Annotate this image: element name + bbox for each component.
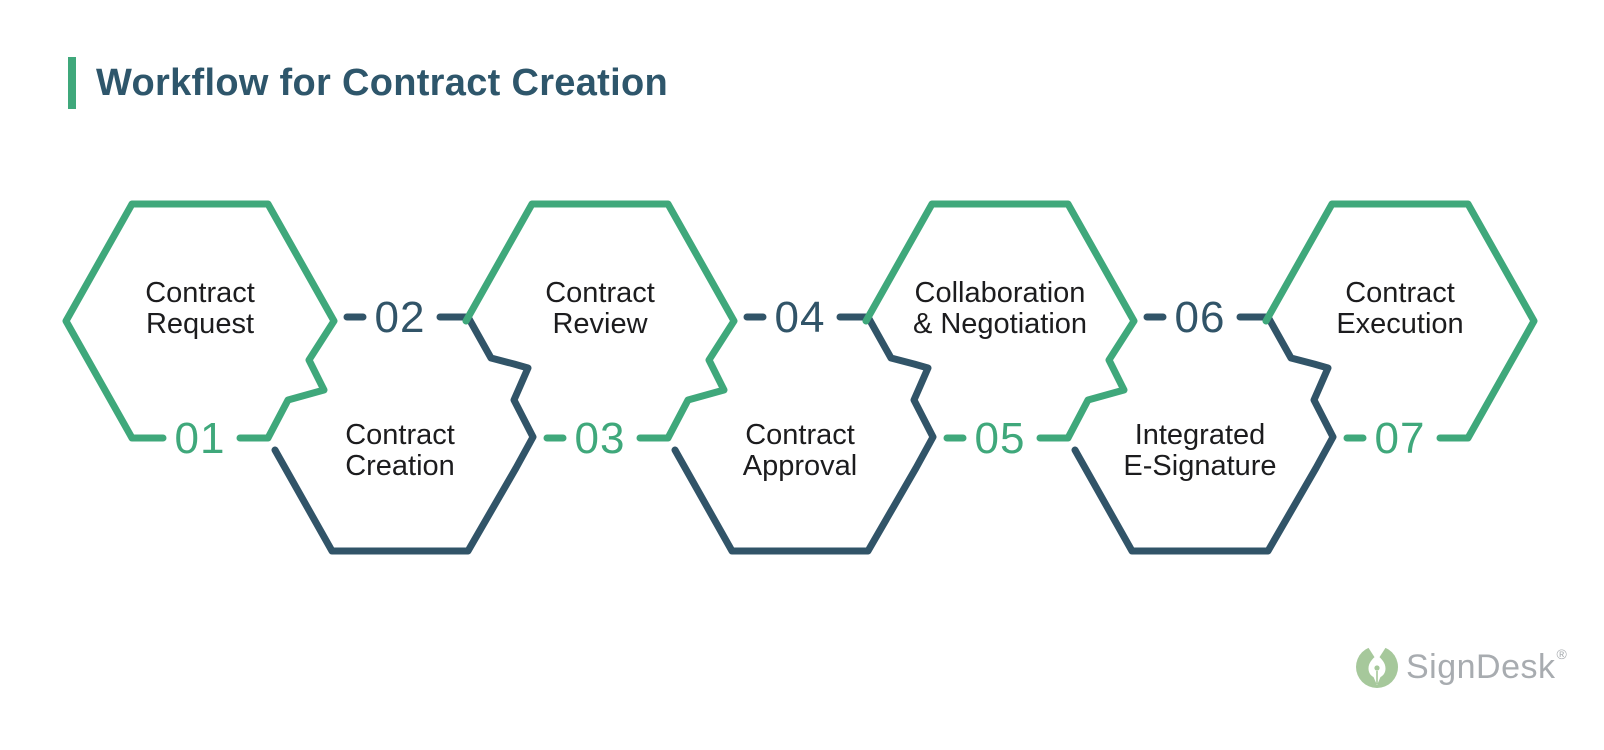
pen-nib-hands-icon bbox=[1356, 644, 1398, 688]
signdesk-logo-text: SignDesk bbox=[1406, 648, 1556, 686]
hexagon-step-05 bbox=[862, 200, 1138, 442]
step-label-03-line2: Review bbox=[552, 308, 648, 340]
step-number-07: 07 bbox=[1375, 414, 1426, 463]
page-title: Workflow for Contract Creation bbox=[96, 61, 668, 104]
step-number-04: 04 bbox=[775, 293, 826, 342]
hexagon-step-04 bbox=[671, 313, 937, 555]
step-label-07-line2: Execution bbox=[1336, 308, 1463, 340]
step-label-05-line1: Collaboration bbox=[915, 277, 1086, 309]
hexagon-step-07 bbox=[1262, 200, 1538, 442]
step-number-05: 05 bbox=[975, 414, 1026, 463]
step-label-04-line2: Approval bbox=[743, 450, 857, 482]
hexagon-step-03 bbox=[462, 200, 738, 442]
step-label-06-line2: E-Signature bbox=[1123, 450, 1276, 482]
step-label-05-line2: & Negotiation bbox=[913, 308, 1087, 340]
step-label-01-line1: Contract bbox=[145, 277, 255, 309]
step-label-02-line1: Contract bbox=[345, 419, 455, 451]
step-label-06-line1: Integrated bbox=[1135, 419, 1266, 451]
step-label-03-line1: Contract bbox=[545, 277, 655, 309]
step-label-01-line2: Request bbox=[146, 308, 254, 340]
title-accent-bar bbox=[68, 57, 76, 109]
step-number-02: 02 bbox=[375, 293, 426, 342]
hexagon-step-02 bbox=[271, 313, 537, 555]
signdesk-logo: SignDesk ® bbox=[1354, 644, 1567, 690]
step-number-03: 03 bbox=[575, 414, 626, 463]
hexagon-step-01 bbox=[62, 200, 338, 442]
title-block: Workflow for Contract Creation bbox=[68, 57, 668, 109]
registered-trademark-symbol: ® bbox=[1556, 646, 1567, 662]
step-number-06: 06 bbox=[1175, 293, 1226, 342]
step-number-01: 01 bbox=[175, 414, 226, 463]
step-label-07-line1: Contract bbox=[1345, 277, 1455, 309]
step-label-04-line1: Contract bbox=[745, 419, 855, 451]
hexagon-step-06 bbox=[1071, 313, 1337, 555]
step-label-02-line2: Creation bbox=[345, 450, 455, 482]
